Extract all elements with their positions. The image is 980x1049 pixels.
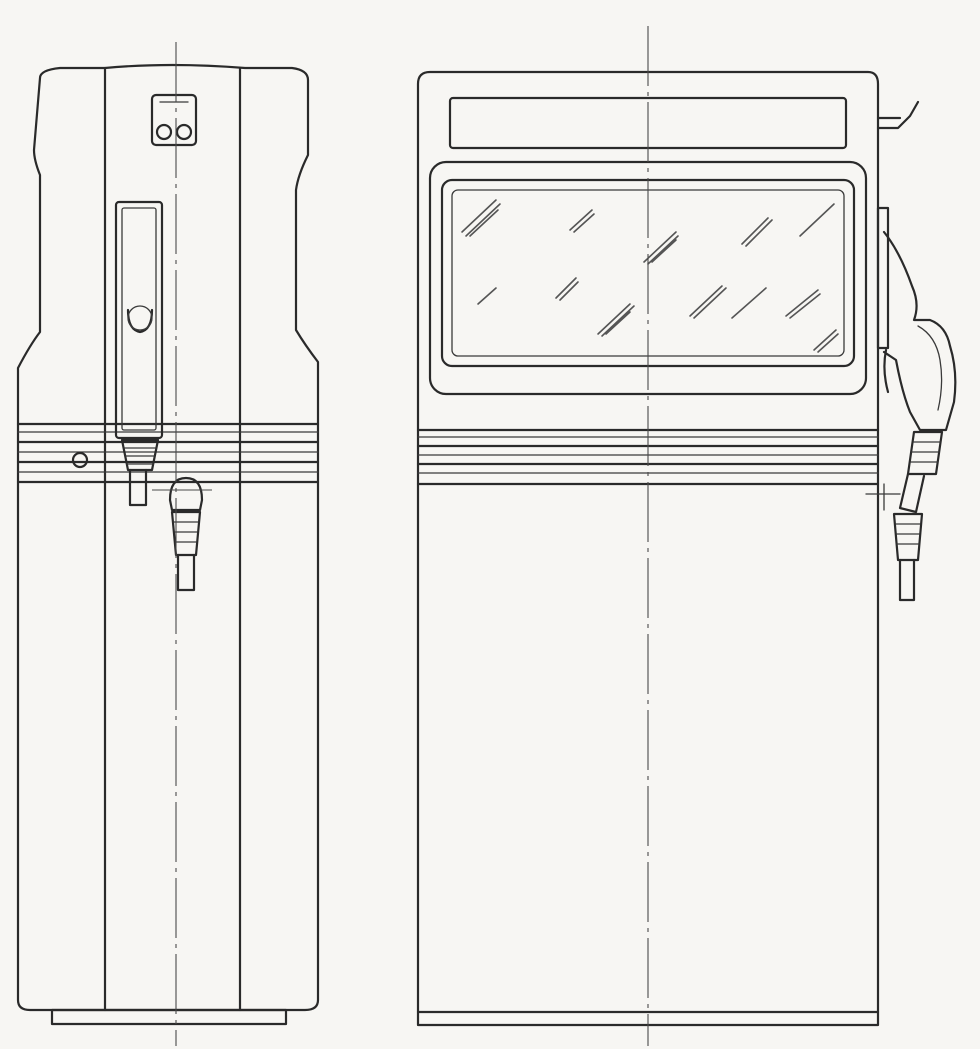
side-knob xyxy=(71,451,89,469)
front-nozzle xyxy=(865,206,957,602)
front-body-outline xyxy=(416,70,880,1027)
side-base xyxy=(50,1008,288,1026)
side-holster xyxy=(114,200,164,507)
front-view xyxy=(416,26,957,1046)
side-hose-connector xyxy=(168,476,204,592)
glass-reflection-hatches xyxy=(461,199,839,353)
side-band xyxy=(16,422,320,484)
side-top-display xyxy=(150,93,198,147)
side-body-outline xyxy=(16,63,320,1012)
side-view xyxy=(16,42,320,1046)
front-top-bracket xyxy=(876,100,920,130)
